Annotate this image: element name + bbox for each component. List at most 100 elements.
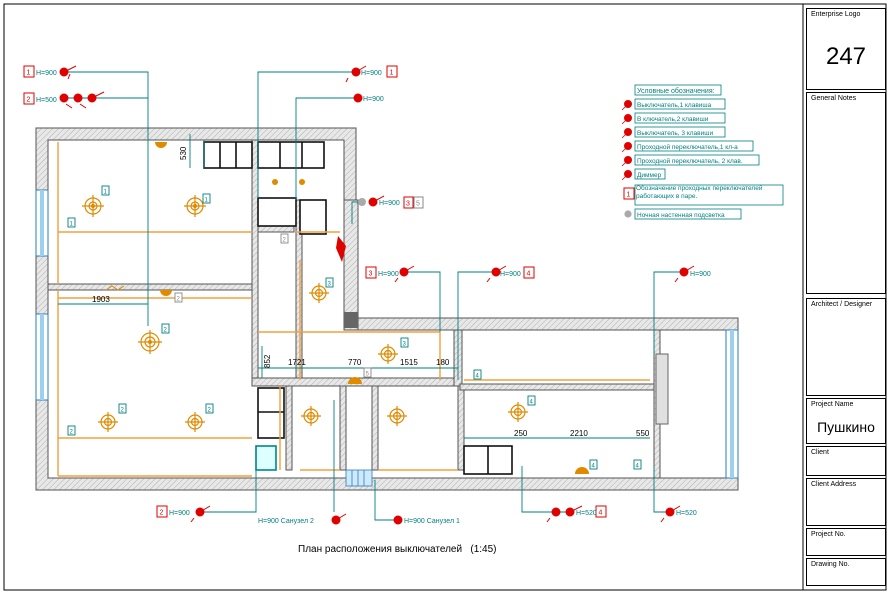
callout-2-number: 2 xyxy=(27,97,31,104)
callout-3-number: 1 xyxy=(390,70,394,77)
callout-13-height: H=520 xyxy=(676,510,697,517)
dim-1515: 1515 xyxy=(400,358,418,367)
room-tag: 2 xyxy=(283,238,287,244)
logo-box: Enterprise Logo 247 xyxy=(806,8,886,90)
callout-12-number: 4 xyxy=(599,510,603,517)
callout-10-label: H=900 Санузел 2 xyxy=(258,518,314,525)
legend-item: Обозначение проходных переключателей раб… xyxy=(636,185,763,200)
general-notes-box: General Notes xyxy=(806,92,886,294)
room-tag: 1 xyxy=(205,198,209,204)
callout-7-height: H=900 xyxy=(500,271,521,278)
legend-title: Условные обозначения: xyxy=(637,87,715,95)
legend-item: Диммер xyxy=(637,172,662,179)
project-no-box: Project No. xyxy=(806,528,886,556)
legend-item: Ночная настенная подсветка xyxy=(637,212,725,219)
doors xyxy=(345,469,373,487)
switches xyxy=(59,65,695,525)
client-label: Client xyxy=(811,449,829,456)
general-notes-label: General Notes xyxy=(811,95,857,102)
logo-number: 247 xyxy=(825,43,867,70)
client-box: Client xyxy=(806,446,886,476)
night-light-switch xyxy=(358,198,366,206)
room-tag-texts: 1 1 1 2 2 2 2 2 3 3 4 4 4 5 2 4 xyxy=(70,190,640,470)
strip-light xyxy=(105,285,125,291)
drawing-caption: План расположения выключателей (1:45) xyxy=(298,544,497,555)
callout-6-height: H=900 xyxy=(378,271,399,278)
client-address-label: Client Address xyxy=(811,481,857,488)
inner-walls xyxy=(47,139,661,479)
callout-1-height: H=900 xyxy=(36,70,57,77)
room-tag: 2 xyxy=(121,408,125,414)
sheet-border xyxy=(3,3,887,591)
dim-180: 180 xyxy=(436,358,450,367)
room-tag-boxes xyxy=(67,185,642,470)
room-tag: 2 xyxy=(164,328,168,334)
callout-9-height: H=900 xyxy=(169,510,190,517)
legend-item: Выключатель,1 клавиша xyxy=(637,102,712,109)
project-name-value: Пушкино xyxy=(817,419,875,435)
leader-lines xyxy=(62,71,682,521)
legend-item: Проходной переключатель,1 кл-а xyxy=(637,143,738,151)
callout-texts: 1 H=900 2 H=500 1 H=900 H=900 H=900 3 5 … xyxy=(27,70,711,526)
callout-8-height: H=900 xyxy=(690,271,711,278)
radiator xyxy=(655,353,669,425)
legend-item: Выключатель, 3 клавиши xyxy=(637,130,713,137)
dim-1721: 1721 xyxy=(288,358,306,367)
room-tag: 5 xyxy=(366,372,370,378)
architect-label: Architect / Designer xyxy=(811,301,873,308)
drawing-no-label: Drawing No. xyxy=(811,561,850,568)
logo-label: Enterprise Logo xyxy=(811,11,861,18)
cabinets xyxy=(203,141,513,475)
room-tag: 1 xyxy=(104,190,108,196)
callout-11-label: H=900 Санузел 1 xyxy=(404,518,460,525)
legend: Условные обозначения: 1 Выключатель,1 кл… xyxy=(621,84,784,220)
project-name-label: Project Name xyxy=(811,401,854,408)
dim-530: 530 xyxy=(179,146,188,160)
architect-box: Architect / Designer xyxy=(806,298,886,396)
room-tag: 2 xyxy=(177,297,181,303)
callout-boxes xyxy=(23,65,607,518)
legend-marker-number: 1 xyxy=(627,192,631,199)
callout-5-number-2: 5 xyxy=(416,201,420,208)
room-tag: 2 xyxy=(208,408,212,414)
dim-852: 852 xyxy=(263,354,272,368)
callout-5-height: H=900 xyxy=(379,200,400,207)
dim-550: 550 xyxy=(636,429,650,438)
callout-9-number: 2 xyxy=(160,510,164,517)
callout-2-height: H=500 xyxy=(36,97,57,104)
room-tag: 4 xyxy=(476,374,480,380)
legend-item: Проходной переключатель, 2 клав. xyxy=(637,157,743,165)
room-tag: 4 xyxy=(530,400,534,406)
room-tag: 3 xyxy=(328,282,332,288)
room-tag: 3 xyxy=(403,342,407,348)
client-address-box: Client Address xyxy=(806,478,886,526)
callout-4-height: H=900 xyxy=(363,96,384,103)
room-tag: 4 xyxy=(592,464,596,470)
callout-3-height: H=900 xyxy=(361,70,382,77)
red-fixture xyxy=(336,236,346,262)
dim-1903: 1903 xyxy=(92,295,110,304)
legend-item: В ключатель,2 клавиши xyxy=(637,116,709,123)
callout-7-number: 4 xyxy=(527,271,531,278)
ceiling-lights xyxy=(82,195,528,432)
dim-250: 250 xyxy=(514,429,528,438)
callout-5-number: 3 xyxy=(406,201,410,208)
callout-12-height: H=520 xyxy=(576,510,597,517)
callout-1-number: 1 xyxy=(27,70,31,77)
light-lines xyxy=(57,142,650,477)
dim-2210: 2210 xyxy=(570,429,588,438)
room-tag: 2 xyxy=(70,430,74,436)
column xyxy=(344,312,358,328)
dim-770: 770 xyxy=(348,358,362,367)
room-tag: 1 xyxy=(70,222,74,228)
callout-6-number: 3 xyxy=(369,271,373,278)
project-no-label: Project No. xyxy=(811,531,846,538)
dimension-texts: 530 1903 852 1721 770 1515 180 250 2210 … xyxy=(92,146,650,438)
wall-lights xyxy=(155,142,589,474)
drawing-no-box: Drawing No. xyxy=(806,558,886,586)
dimension-lines xyxy=(58,134,650,439)
outer-walls xyxy=(35,127,739,491)
room-tag: 4 xyxy=(636,464,640,470)
